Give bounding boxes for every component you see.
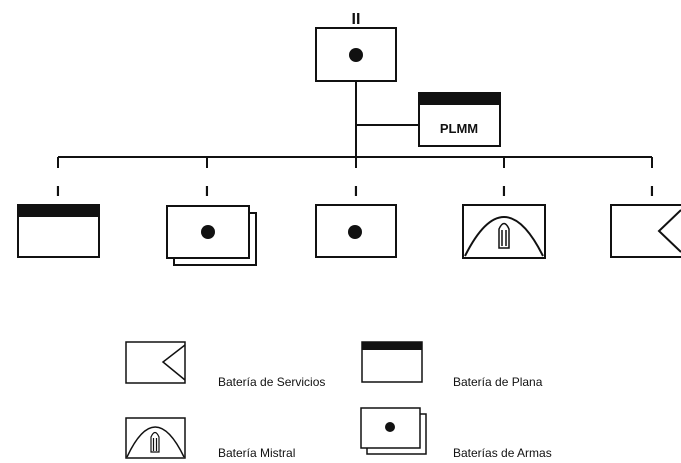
- unit-4-frame: [462, 204, 546, 259]
- legend-symbol-mistral: [125, 417, 186, 459]
- legend-symbol-plana: [361, 341, 423, 383]
- unit-4-missile-icon: [498, 222, 510, 249]
- legend-label-servicios: Batería de Servicios: [218, 375, 326, 389]
- unit-mistral: I: [462, 183, 546, 259]
- legend-label-mistral: Batería Mistral: [218, 446, 296, 460]
- unit-2-dot: [201, 225, 215, 239]
- plmm-symbol: PLMM: [418, 92, 501, 147]
- unit-armas: I: [166, 183, 257, 266]
- legend-label-armas: Baterías de Armas: [453, 446, 552, 460]
- unit-single-dot: I: [315, 183, 397, 258]
- unit-3-echelon-mark: I: [354, 183, 358, 200]
- hq-echelon-mark: II: [352, 11, 361, 28]
- unit-3-dot: [348, 225, 362, 239]
- plmm-label: PLMM: [440, 121, 478, 136]
- unit-5-chevron: [657, 209, 681, 253]
- unit-5-echelon-mark: I: [650, 183, 654, 200]
- unit-2-echelon-mark: I: [205, 183, 209, 200]
- hq-dot: [349, 48, 363, 62]
- unit-5-frame: [610, 204, 681, 258]
- unit-4-dome: [464, 216, 544, 257]
- legend-symbol-servicios: [125, 341, 186, 384]
- unit-plana: I: [17, 183, 100, 258]
- legend-label-plana: Batería de Plana: [453, 375, 543, 389]
- unit-4-echelon-mark: I: [502, 183, 506, 200]
- legend-symbol-armas: [360, 407, 427, 455]
- unit-1-top-band: [18, 205, 99, 217]
- connector-lines: [57, 82, 653, 168]
- unit-servicios: I: [610, 183, 681, 258]
- hq-symbol: II: [315, 11, 397, 82]
- plmm-top-band: [419, 93, 500, 105]
- unit-1-echelon-mark: I: [56, 183, 60, 200]
